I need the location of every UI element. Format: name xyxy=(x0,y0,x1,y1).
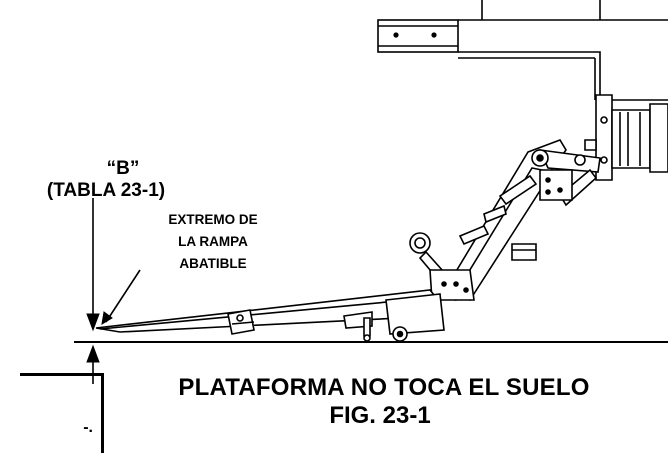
corner-box-text: -. xyxy=(83,419,93,436)
caption-title: PLATAFORMA NO TOCA EL SUELO xyxy=(178,374,590,401)
dimension-b xyxy=(86,198,100,384)
platform xyxy=(95,289,445,342)
table-reference-label: (TABLA 23-1) xyxy=(46,180,166,201)
dimension-b-label: “B” xyxy=(106,158,140,179)
ramp-end-label-line-3: ABATIBLE xyxy=(179,256,247,271)
vehicle-body xyxy=(377,0,668,101)
ramp-end-label-line-1: EXTREMO DE xyxy=(168,212,258,227)
roll-stop xyxy=(409,232,475,301)
figure-number: FIG. 23-1 xyxy=(329,402,431,429)
ramp-end-leader xyxy=(101,269,141,325)
corner-box: -. xyxy=(20,373,104,453)
mounting-plate xyxy=(584,94,668,181)
ramp-end-label-line-2: LA RAMPA xyxy=(178,234,248,249)
lift-arms xyxy=(438,139,601,301)
